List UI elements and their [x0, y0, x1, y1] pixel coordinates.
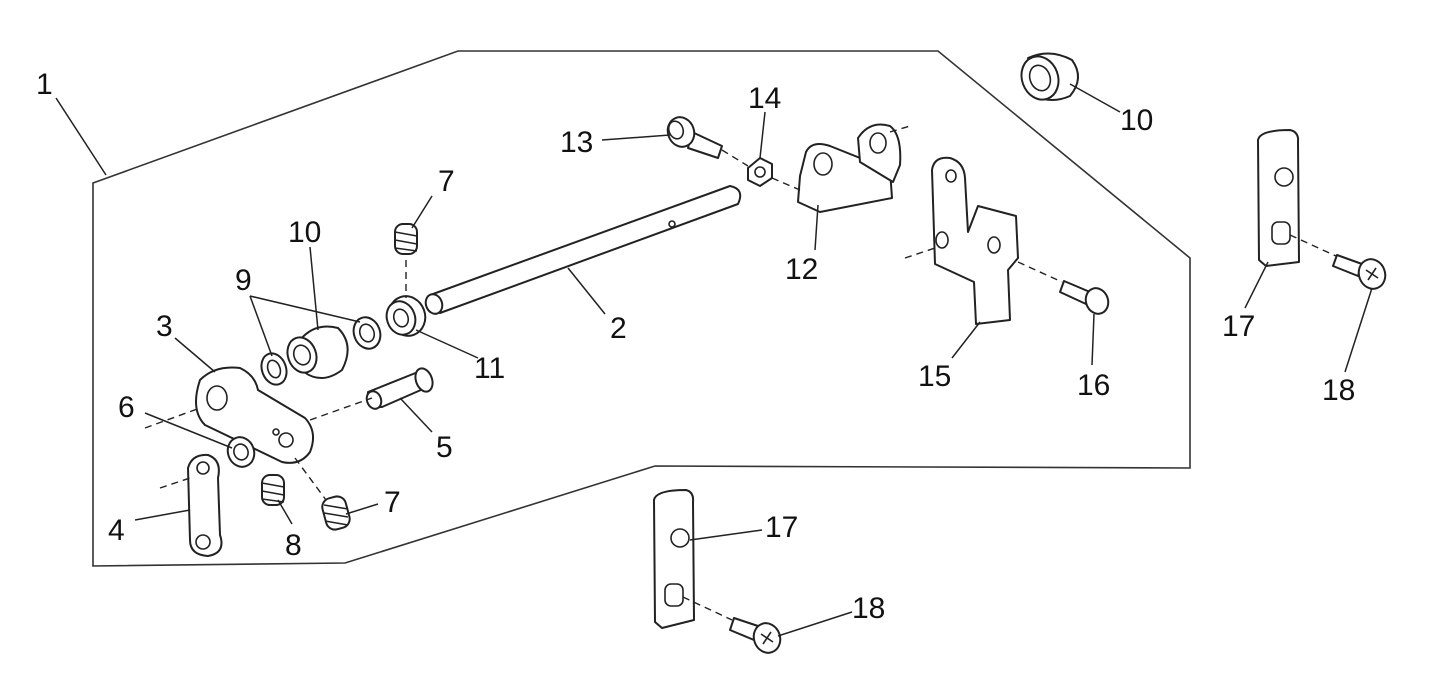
- part-9-washer-lower[interactable]: [257, 350, 290, 388]
- label-part-11: 11: [474, 352, 505, 385]
- part-16-screw[interactable]: [1059, 280, 1112, 317]
- label-part-18-right: 18: [1322, 374, 1355, 407]
- part-12-bracket[interactable]: [797, 123, 902, 213]
- part-9-washer-upper[interactable]: [349, 314, 384, 353]
- label-part-12: 12: [785, 253, 818, 286]
- label-part-8: 8: [285, 529, 302, 562]
- part-labels: 1 2 3 4 5 6 7 7 8 9 10 10 11 12 13 14 15…: [36, 68, 1355, 625]
- label-part-16: 16: [1077, 369, 1110, 402]
- part-18-screw-bottom[interactable]: [729, 617, 784, 657]
- part-4-link[interactable]: [187, 453, 223, 557]
- label-part-17-right: 17: [1222, 310, 1255, 343]
- part-10-cap[interactable]: [1016, 51, 1079, 105]
- part-3-crank-arm[interactable]: [195, 366, 315, 464]
- label-part-15: 15: [918, 360, 951, 393]
- part-15-bracket[interactable]: [931, 156, 1019, 325]
- label-part-1: 1: [36, 68, 53, 101]
- part-17-plate-right[interactable]: [1257, 129, 1300, 267]
- part-7-set-screw-upper[interactable]: [394, 223, 418, 255]
- part-17-plate-bottom[interactable]: [653, 489, 695, 629]
- label-part-13: 13: [560, 126, 593, 159]
- assembly-outline: [92, 50, 1191, 567]
- label-part-9: 9: [235, 264, 252, 297]
- label-part-5: 5: [436, 431, 453, 464]
- part-18-screw-right[interactable]: [1332, 254, 1389, 293]
- label-part-7-lower: 7: [384, 486, 401, 519]
- label-part-3: 3: [156, 310, 173, 343]
- label-part-4: 4: [108, 514, 125, 547]
- part-13-screw[interactable]: [664, 113, 723, 159]
- label-part-2: 2: [610, 312, 627, 345]
- part-14-nut[interactable]: [747, 157, 773, 187]
- part-10-bushing[interactable]: [283, 325, 349, 379]
- label-part-18-bottom: 18: [852, 592, 885, 625]
- label-part-14: 14: [748, 82, 781, 115]
- part-11-collar[interactable]: [382, 291, 431, 341]
- label-part-10-right: 10: [1120, 104, 1153, 137]
- label-part-17-bottom: 17: [765, 511, 798, 544]
- label-part-6: 6: [118, 391, 135, 424]
- leader-lines: [55, 83, 1373, 637]
- label-part-10-left: 10: [288, 216, 321, 249]
- part-8-set-screw[interactable]: [261, 474, 285, 506]
- part-7-set-screw-lower[interactable]: [320, 494, 351, 531]
- part-6-washer[interactable]: [224, 433, 259, 470]
- label-part-7-upper: 7: [438, 165, 455, 198]
- part-5-pin[interactable]: [364, 366, 435, 411]
- part-2-shaft[interactable]: [423, 185, 742, 316]
- alignment-lines: [144, 125, 1337, 621]
